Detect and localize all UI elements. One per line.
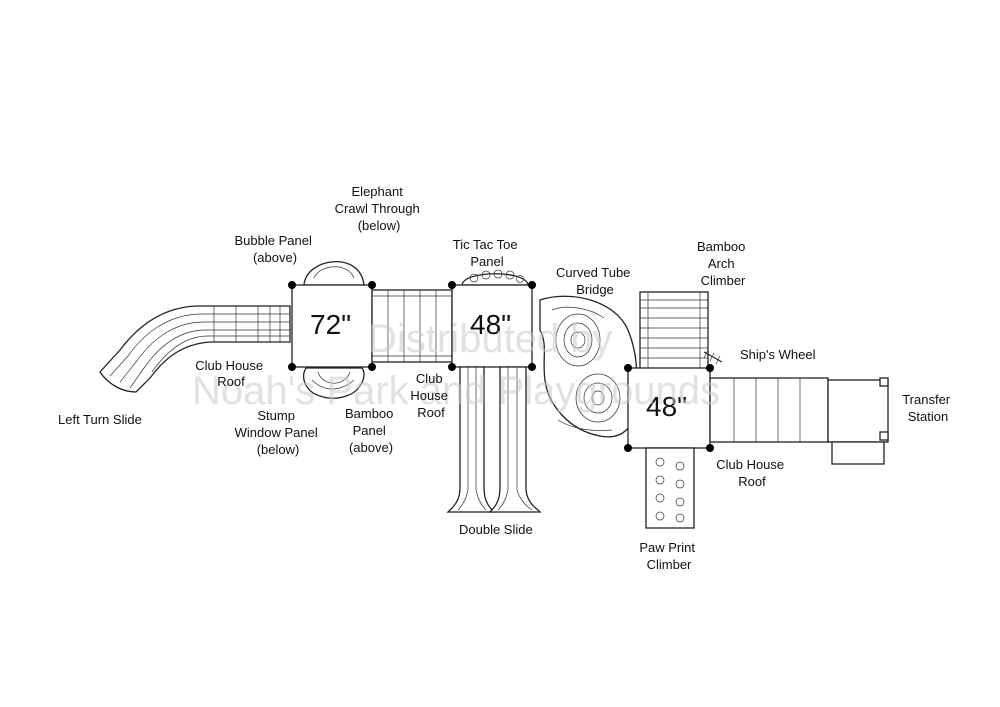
bubble-panel-dome bbox=[300, 261, 368, 286]
transfer-station bbox=[827, 377, 889, 465]
watermark: Distributed by Noah's Park and Playgroun… bbox=[192, 317, 720, 413]
deck-72-height-label: 72" bbox=[310, 309, 351, 340]
posts bbox=[288, 281, 714, 452]
paw-print-climber bbox=[645, 447, 695, 529]
deck-48-middle-height-label: 48" bbox=[470, 309, 511, 340]
deck-48-right-height-label: 48" bbox=[646, 391, 687, 422]
stump-window-panel bbox=[303, 367, 365, 399]
svg-text:Noah's Park and Playgrounds: Noah's Park and Playgrounds bbox=[192, 369, 720, 413]
label-bamboo-arch-climber: Bamboo Arch Climber bbox=[697, 239, 749, 288]
left-turn-slide bbox=[99, 305, 291, 393]
label-curved-tube-bridge: Curved Tube Bridge bbox=[556, 265, 634, 297]
double-slide bbox=[446, 366, 542, 513]
label-paw-print-climber: Paw Print Climber bbox=[639, 540, 698, 572]
label-double-slide: Double Slide bbox=[459, 522, 533, 537]
label-left-turn-slide: Left Turn Slide bbox=[58, 412, 142, 427]
svg-text:Distributed by: Distributed by bbox=[368, 317, 613, 361]
right-bridge-panel bbox=[709, 377, 829, 443]
tic-tac-toe-panel bbox=[461, 269, 529, 286]
label-elephant-crawl: Elephant Crawl Through (below) bbox=[335, 184, 424, 233]
deck-48-middle: 48" bbox=[451, 284, 533, 368]
label-club-house-roof-right: Club House Roof bbox=[716, 457, 788, 489]
label-club-house-roof-mid: Club House Roof bbox=[410, 371, 451, 420]
label-bubble-panel: Bubble Panel (above) bbox=[235, 233, 316, 265]
deck-72: 72" bbox=[291, 284, 373, 368]
labels: Left Turn Slide Club House Roof Stump Wi… bbox=[58, 184, 954, 572]
label-bamboo-panel: Bamboo Panel (above) bbox=[345, 406, 397, 455]
label-tic-tac-toe: Tic Tac Toe Panel bbox=[453, 237, 521, 269]
label-stump-window-panel: Stump Window Panel (below) bbox=[235, 408, 322, 457]
ships-wheel bbox=[703, 349, 723, 365]
label-club-house-roof-left: Club House Roof bbox=[195, 358, 267, 389]
bamboo-arch-climber bbox=[639, 291, 709, 371]
label-transfer-station: Transfer Station bbox=[902, 392, 954, 424]
label-ships-wheel: Ship's Wheel bbox=[740, 347, 816, 362]
deck-48-right: 48" bbox=[627, 367, 711, 449]
